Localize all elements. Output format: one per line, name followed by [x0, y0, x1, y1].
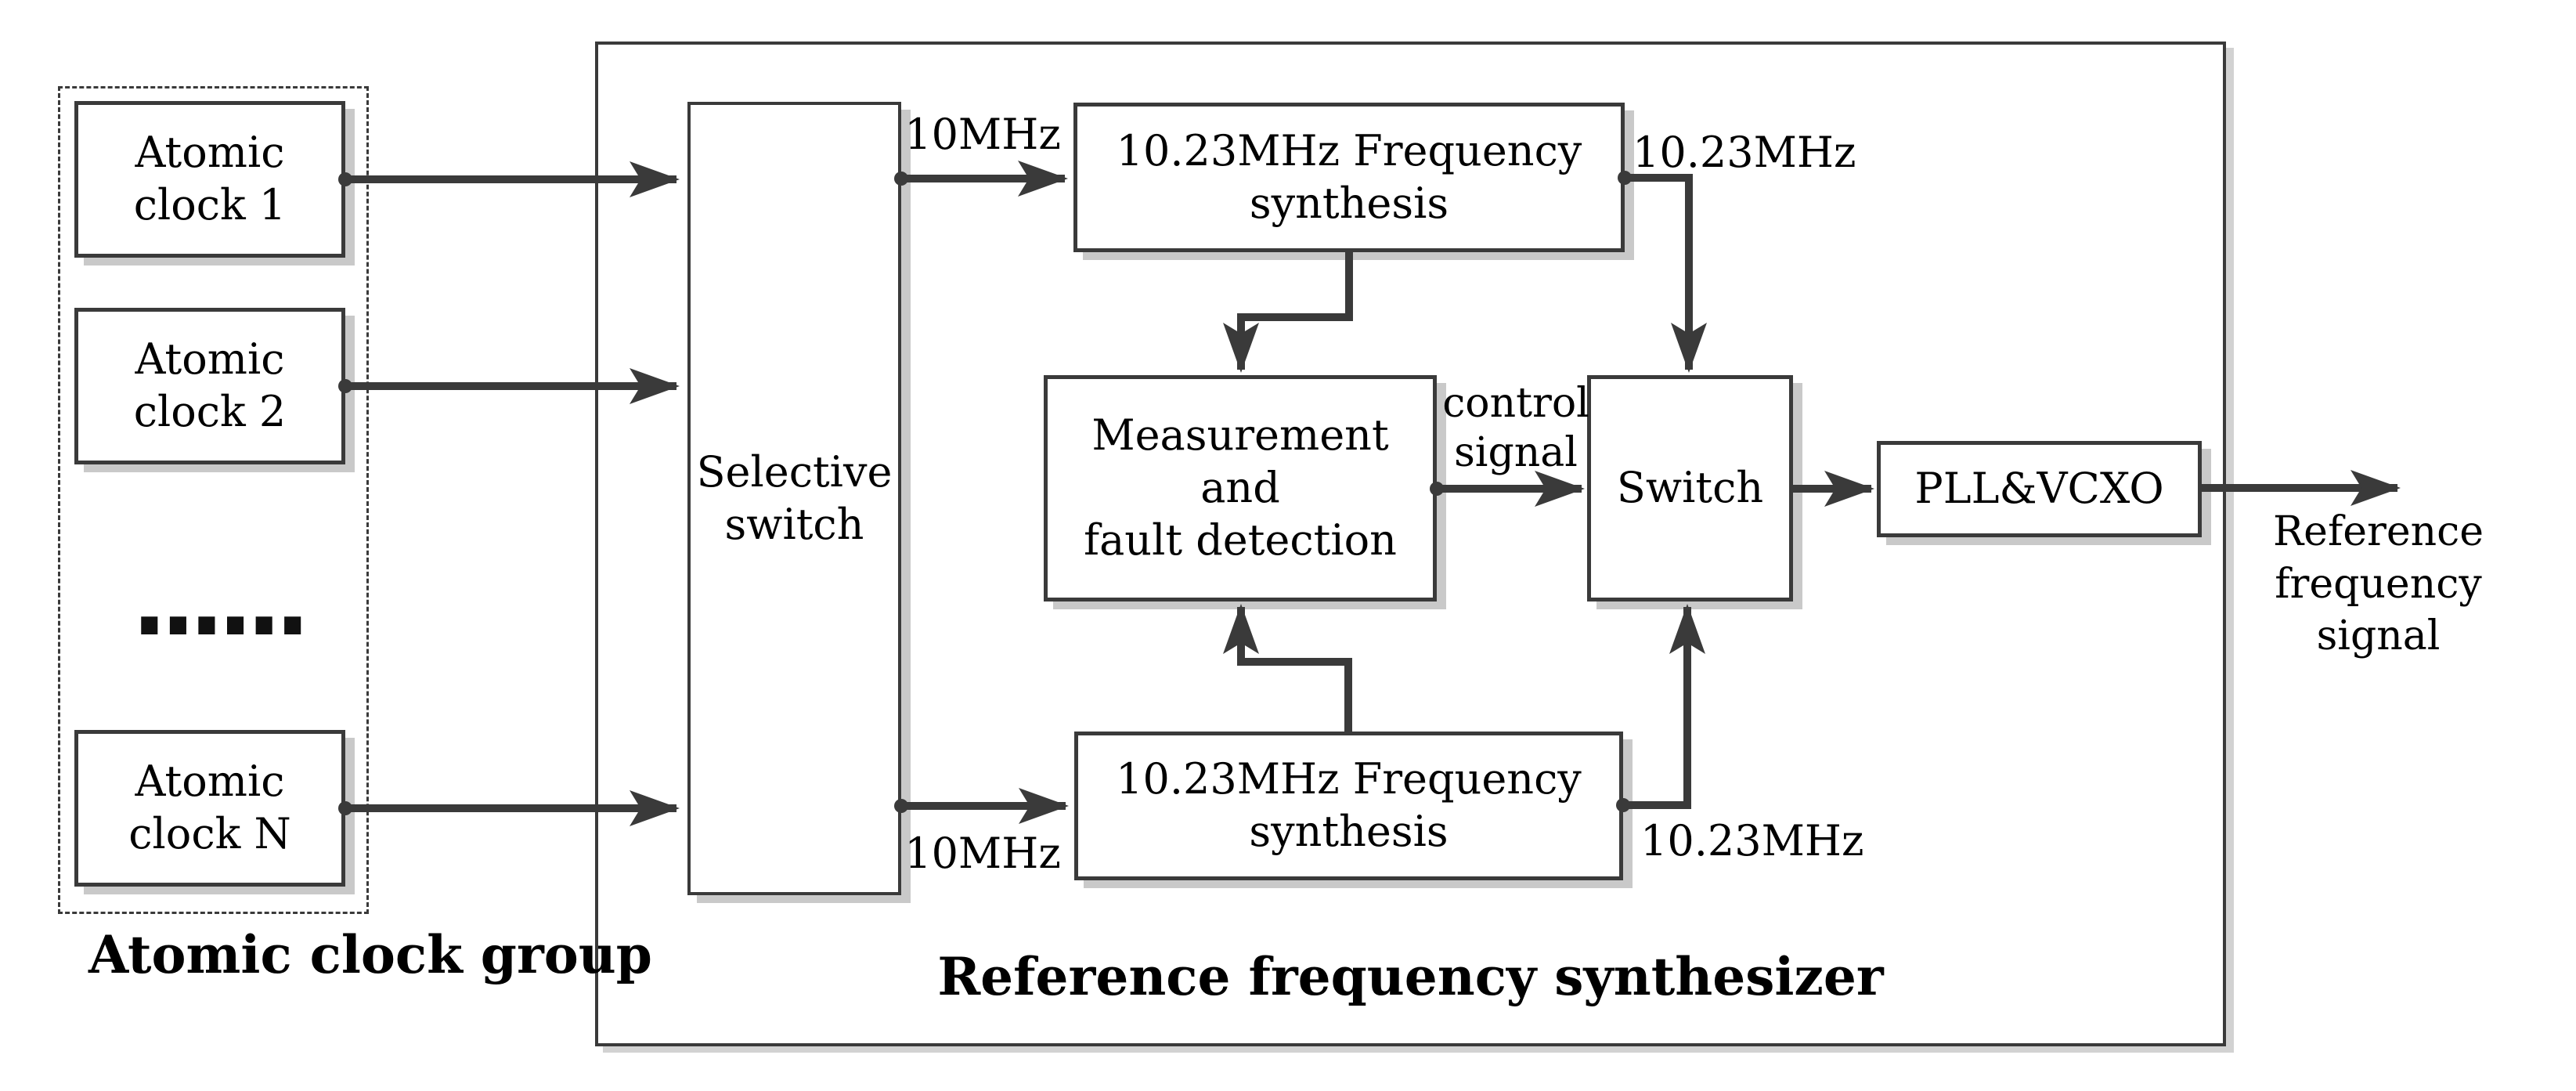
label-reference-frequency-signal: Reference frequency signal [2273, 508, 2484, 660]
label-control-signal: control signal [1442, 380, 1589, 477]
reference-frequency-synthesizer-frame [595, 42, 2226, 1046]
atomic-clock-group-title: Atomic clock group [88, 924, 652, 985]
frequency-synthesis-top-box: 10.23MHz Frequency synthesis [1073, 103, 1625, 252]
reference-frequency-synthesizer-title: Reference frequency synthesizer [937, 946, 1884, 1007]
label-10-23mhz-bottom: 10.23MHz [1640, 816, 1864, 865]
atomic-clock-n-box: Atomic clock N [74, 730, 345, 887]
measurement-fault-detection-box: Measurement and fault detection [1044, 375, 1437, 601]
atomic-clock-2-box: Atomic clock 2 [74, 308, 345, 464]
frequency-synthesis-bottom-box: 10.23MHz Frequency synthesis [1074, 732, 1623, 880]
switch-box: Switch [1587, 375, 1793, 601]
selective-switch-box: Selective switch [687, 102, 901, 895]
clock-list-ellipsis: ...... [132, 548, 310, 657]
atomic-clock-group-frame [58, 86, 369, 914]
atomic-clock-1-box: Atomic clock 1 [74, 101, 345, 258]
pll-vcxo-box: PLL&VCXO [1877, 441, 2202, 537]
label-10-23mhz-top: 10.23MHz [1633, 128, 1856, 177]
label-10mhz-top: 10MHz [904, 110, 1061, 159]
label-10mhz-bottom: 10MHz [904, 829, 1061, 878]
